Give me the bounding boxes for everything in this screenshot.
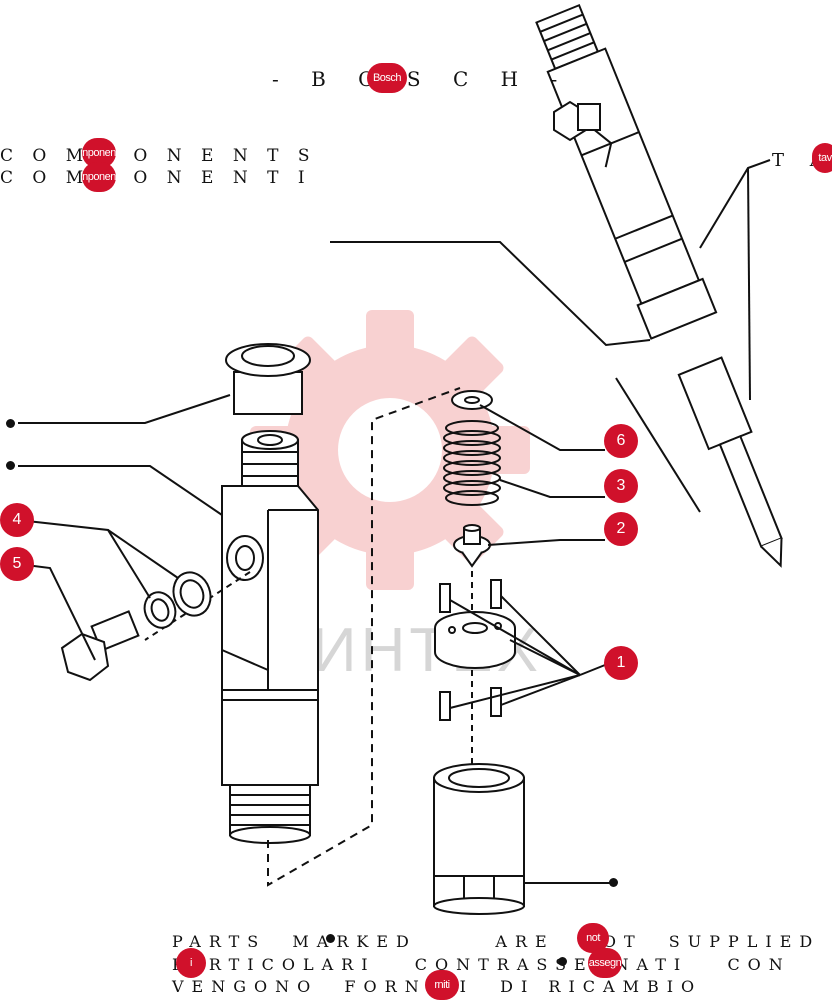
callout-1: 1 [604, 646, 638, 680]
callout-5: 5 [0, 547, 34, 581]
callout-2: 2 [604, 512, 638, 546]
injector-body [221, 430, 319, 844]
cap-part [225, 343, 311, 415]
footer-note-it-2: VENGONO FORNITI DI RICAMBIO [172, 977, 703, 996]
footer-marker-dot-1 [326, 934, 335, 943]
footer-note-en: PARTS MARKED ARE NOT SUPPLIED [172, 932, 821, 951]
page-title: - B O S C H - [272, 67, 571, 91]
injector-side-fitting [553, 100, 601, 142]
leader-dot-body [6, 461, 15, 470]
components-label-it: C O M P O N E N T I [0, 168, 312, 188]
nozzle-nut [433, 763, 525, 915]
components-badge-2: nponen [82, 162, 116, 192]
spring [443, 420, 501, 506]
leader-dot-cap [6, 419, 15, 428]
components-label-en: C O M P O N E N T S [0, 146, 317, 166]
table-ref-badge: tav [812, 143, 832, 173]
footer-badge-assegn: assegn [588, 948, 622, 978]
banjo-bolt [60, 610, 140, 682]
callout-4: 4 [0, 503, 34, 537]
callout-3: 3 [604, 469, 638, 503]
title-badge: Bosch [367, 63, 407, 93]
footer-badge-i: i [176, 948, 206, 978]
footer-note-it-1: PARTICOLARI CONTRASSEGNATI CON [172, 955, 791, 974]
leader-dot-nut [609, 878, 618, 887]
callout-6: 6 [604, 424, 638, 458]
footer-badge-forniti: rniti [425, 970, 459, 1000]
footer-marker-dot-2 [558, 957, 567, 966]
